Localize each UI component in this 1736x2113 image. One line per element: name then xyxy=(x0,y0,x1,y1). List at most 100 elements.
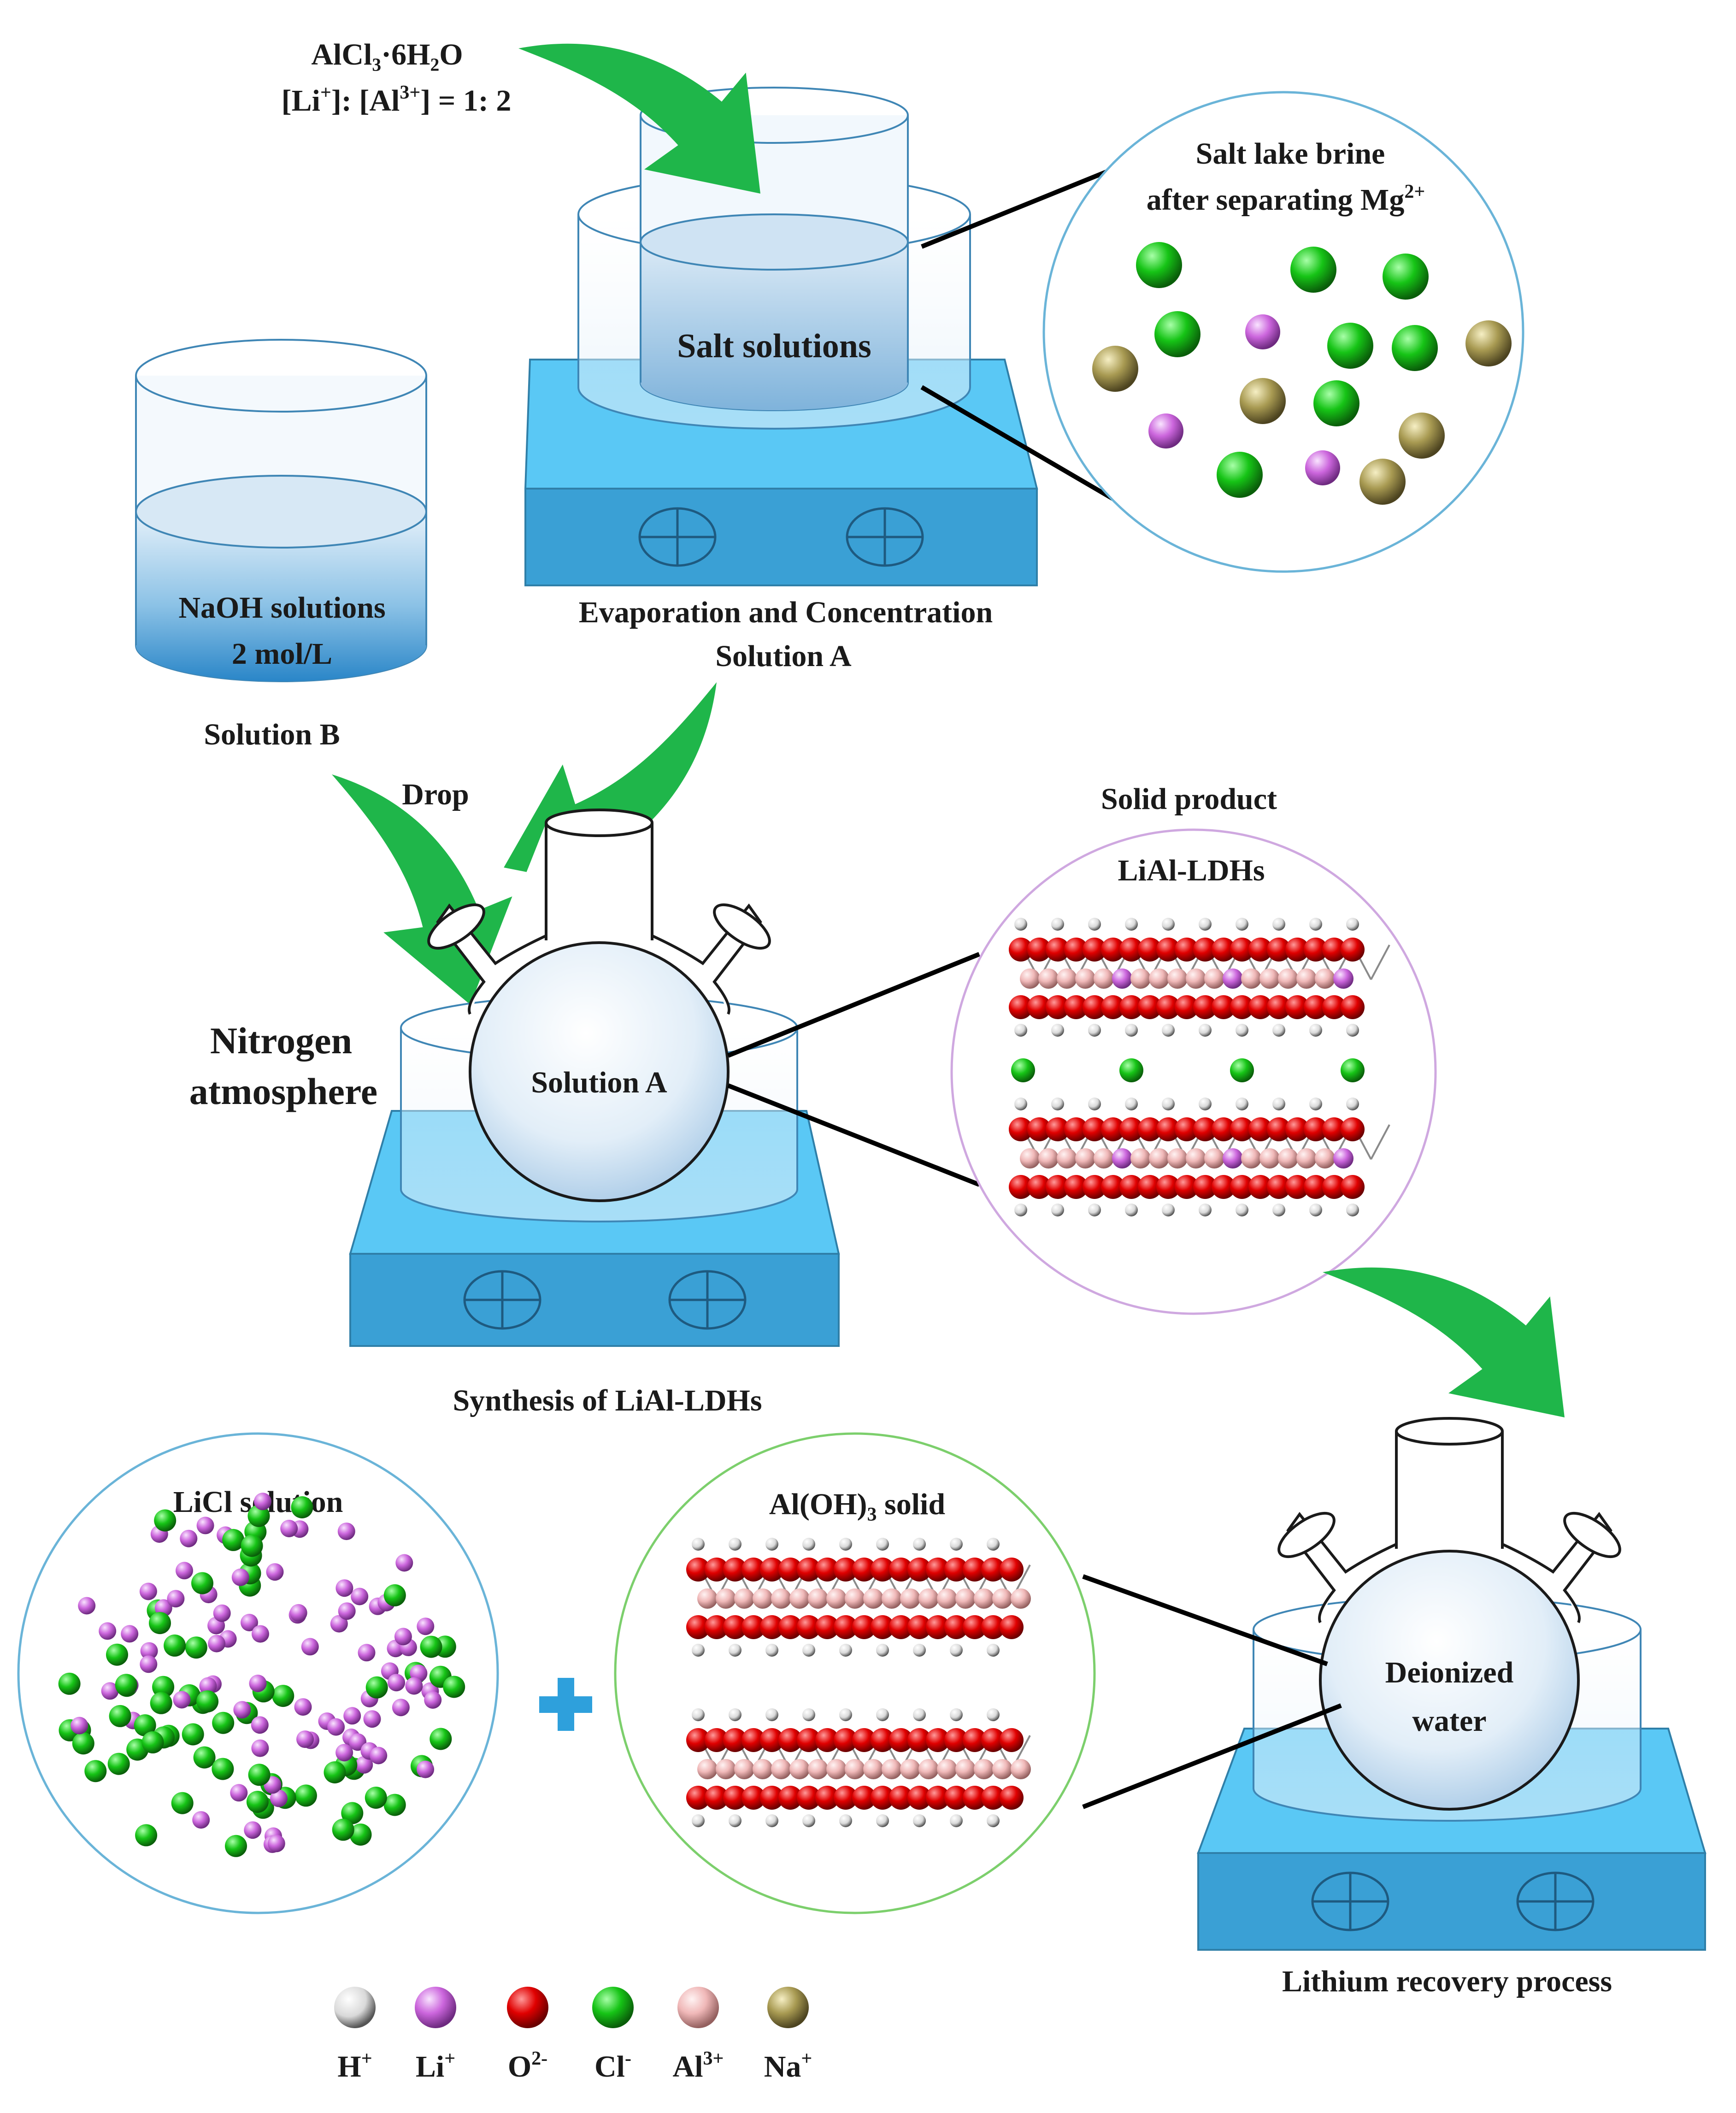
o-atom xyxy=(871,1615,894,1639)
al-atom xyxy=(808,1588,828,1609)
o-atom xyxy=(741,1615,765,1639)
o-atom xyxy=(1248,938,1272,962)
o-atom xyxy=(1248,1117,1272,1141)
li-ion xyxy=(121,1625,139,1643)
cl-ion xyxy=(72,1732,94,1755)
o-atom xyxy=(705,1728,729,1752)
connector-line xyxy=(727,952,980,1058)
al-atom xyxy=(1038,1148,1059,1169)
o-atom xyxy=(1156,1117,1180,1141)
li-ion xyxy=(254,1493,271,1511)
cl-ion xyxy=(225,1835,247,1857)
o-atom xyxy=(797,1786,821,1810)
atmosphere-label: atmosphere xyxy=(189,1070,377,1112)
li-ion xyxy=(251,1739,269,1757)
cl-ion xyxy=(58,1672,81,1695)
solid-product-label: Solid product xyxy=(1101,782,1277,816)
li-ion xyxy=(289,1604,307,1622)
o-atom xyxy=(1285,995,1309,1019)
o-atom xyxy=(1175,938,1199,962)
h-atom xyxy=(913,1538,926,1551)
li-ion xyxy=(355,1756,373,1774)
li-ion xyxy=(337,1523,355,1540)
h-atom xyxy=(765,1814,778,1827)
deionized-label: Deionized xyxy=(1385,1656,1514,1689)
h-atom xyxy=(876,1538,889,1551)
al-atom xyxy=(882,1759,902,1779)
o-atom xyxy=(1193,938,1217,962)
li-ion xyxy=(343,1707,361,1725)
ion-sphere xyxy=(1392,325,1438,371)
h-atom xyxy=(1346,918,1359,931)
o-atom xyxy=(926,1728,950,1752)
li-ion xyxy=(140,1655,158,1673)
brine-circle: Salt lake brine after separating Mg2+ xyxy=(1042,91,1524,573)
li-ion xyxy=(405,1677,423,1695)
li-ion xyxy=(199,1677,217,1695)
ion-sphere xyxy=(1383,254,1429,300)
li-ion xyxy=(251,1716,269,1734)
legend-swatch-li xyxy=(415,1987,456,2028)
o-atom xyxy=(1156,938,1180,962)
o-atom xyxy=(1285,938,1309,962)
o-atom xyxy=(1046,938,1070,962)
reagent-label: AlCl₃·6H₂O [Li+]: [Al3+] = 1: 2 xyxy=(282,38,512,118)
h-atom xyxy=(1272,918,1285,931)
h-atom xyxy=(1199,918,1212,931)
h-atom xyxy=(1199,1024,1212,1037)
o-atom xyxy=(1138,1175,1162,1199)
o-atom xyxy=(871,1786,894,1810)
o-atom xyxy=(981,1728,1005,1752)
o-atom xyxy=(1193,1175,1217,1199)
o-atom xyxy=(1064,1117,1088,1141)
h-atom xyxy=(1236,1204,1248,1216)
o-atom xyxy=(1027,1117,1051,1141)
al-atom xyxy=(974,1588,994,1609)
li-ion xyxy=(173,1691,191,1709)
ion-sphere xyxy=(1290,247,1336,293)
ion-sphere xyxy=(1154,311,1200,357)
beaker-icon xyxy=(640,87,909,411)
h-atom xyxy=(913,1644,926,1657)
ion-sphere xyxy=(1305,450,1340,485)
h-atom xyxy=(1014,918,1027,931)
cl-ion xyxy=(134,1714,156,1736)
li-ion xyxy=(192,1811,210,1829)
o-atom xyxy=(1322,938,1346,962)
cl-ion xyxy=(1119,1058,1143,1082)
o-atom xyxy=(723,1786,747,1810)
ion-sphere xyxy=(1240,378,1286,424)
cl-ion xyxy=(196,1690,219,1713)
o-atom xyxy=(1101,938,1125,962)
al-atom xyxy=(826,1588,847,1609)
h-atom xyxy=(692,1708,705,1721)
o-atom xyxy=(1083,938,1106,962)
ion-sphere xyxy=(1148,413,1183,449)
naoh-label: NaOH solutions xyxy=(178,591,385,625)
o-atom xyxy=(815,1786,839,1810)
o-atom xyxy=(963,1558,987,1582)
o-atom xyxy=(1101,1175,1125,1199)
li-ion xyxy=(294,1698,312,1716)
li-ion xyxy=(267,1835,285,1853)
h-atom xyxy=(729,1644,741,1657)
cl-ion xyxy=(222,1529,245,1551)
h-atom xyxy=(1309,1204,1322,1216)
al-atom xyxy=(863,1759,883,1779)
li-ion xyxy=(176,1562,193,1580)
legend-swatch-al xyxy=(677,1987,719,2028)
al-atom xyxy=(789,1588,810,1609)
o-atom xyxy=(1083,1117,1106,1141)
beaker-icon xyxy=(135,339,427,682)
o-atom xyxy=(1064,995,1088,1019)
recovery-station: Deionized water Lithium recovery process xyxy=(1197,1417,1707,1998)
li-ion xyxy=(363,1710,381,1728)
al-atom xyxy=(1315,1148,1335,1169)
o-atom xyxy=(852,1558,876,1582)
h-atom xyxy=(1272,1098,1285,1110)
h-atom xyxy=(1014,1204,1027,1216)
cl-ion xyxy=(247,1505,270,1527)
al-atom xyxy=(1259,1148,1280,1169)
li-ion xyxy=(213,1604,231,1622)
o-atom xyxy=(889,1558,913,1582)
